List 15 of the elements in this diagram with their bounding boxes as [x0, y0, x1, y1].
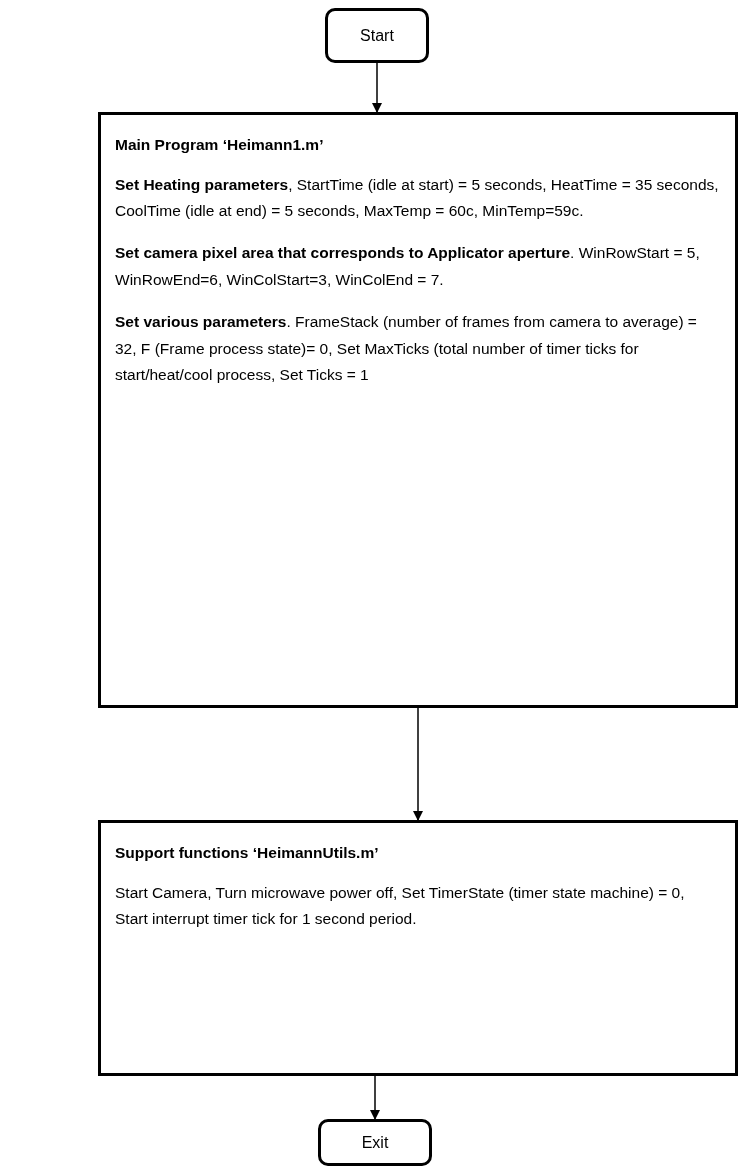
box-heading: Main Program ‘Heimann1.m’ [115, 135, 325, 155]
terminal-label: Exit [361, 1133, 389, 1152]
box-paragraph: Set camera pixel area that corresponds to Applicator aperture. WinRowStart = 5, WinRowEnd=6, WinColStart=3, WinColEnd = 7. [115, 243, 701, 290]
terminal-label: Start [360, 26, 394, 45]
box-paragraph: Start Camera, Turn microwave power off, Set TimerState (timer state machine) = 0, Start interrupt timer tick for 1 second period. [115, 882, 686, 930]
process-box [98, 112, 738, 708]
arrow [370, 1075, 380, 1120]
process-box [98, 820, 738, 1076]
arrow [372, 62, 382, 113]
box-heading: Support functions ‘HeimannUtils.m’ [115, 843, 380, 863]
arrow [413, 707, 423, 821]
box-paragraph: Set various parameters. FrameStack (number of frames from camera to average) = 32, F (Frame process state)= 0, Set MaxTicks (total number of timer ticks for start/heat/cool process, Set Ticks = 1 [115, 312, 698, 385]
terminal-box [325, 8, 429, 63]
box-paragraph: Set Heating parameters, StartTime (idle at start) = 5 seconds, HeatTime = 35 seconds, CoolTime (idle at end) = 5 seconds, MaxTemp = 60c, MinTemp=59c. [115, 174, 720, 222]
terminal-box [318, 1119, 432, 1166]
